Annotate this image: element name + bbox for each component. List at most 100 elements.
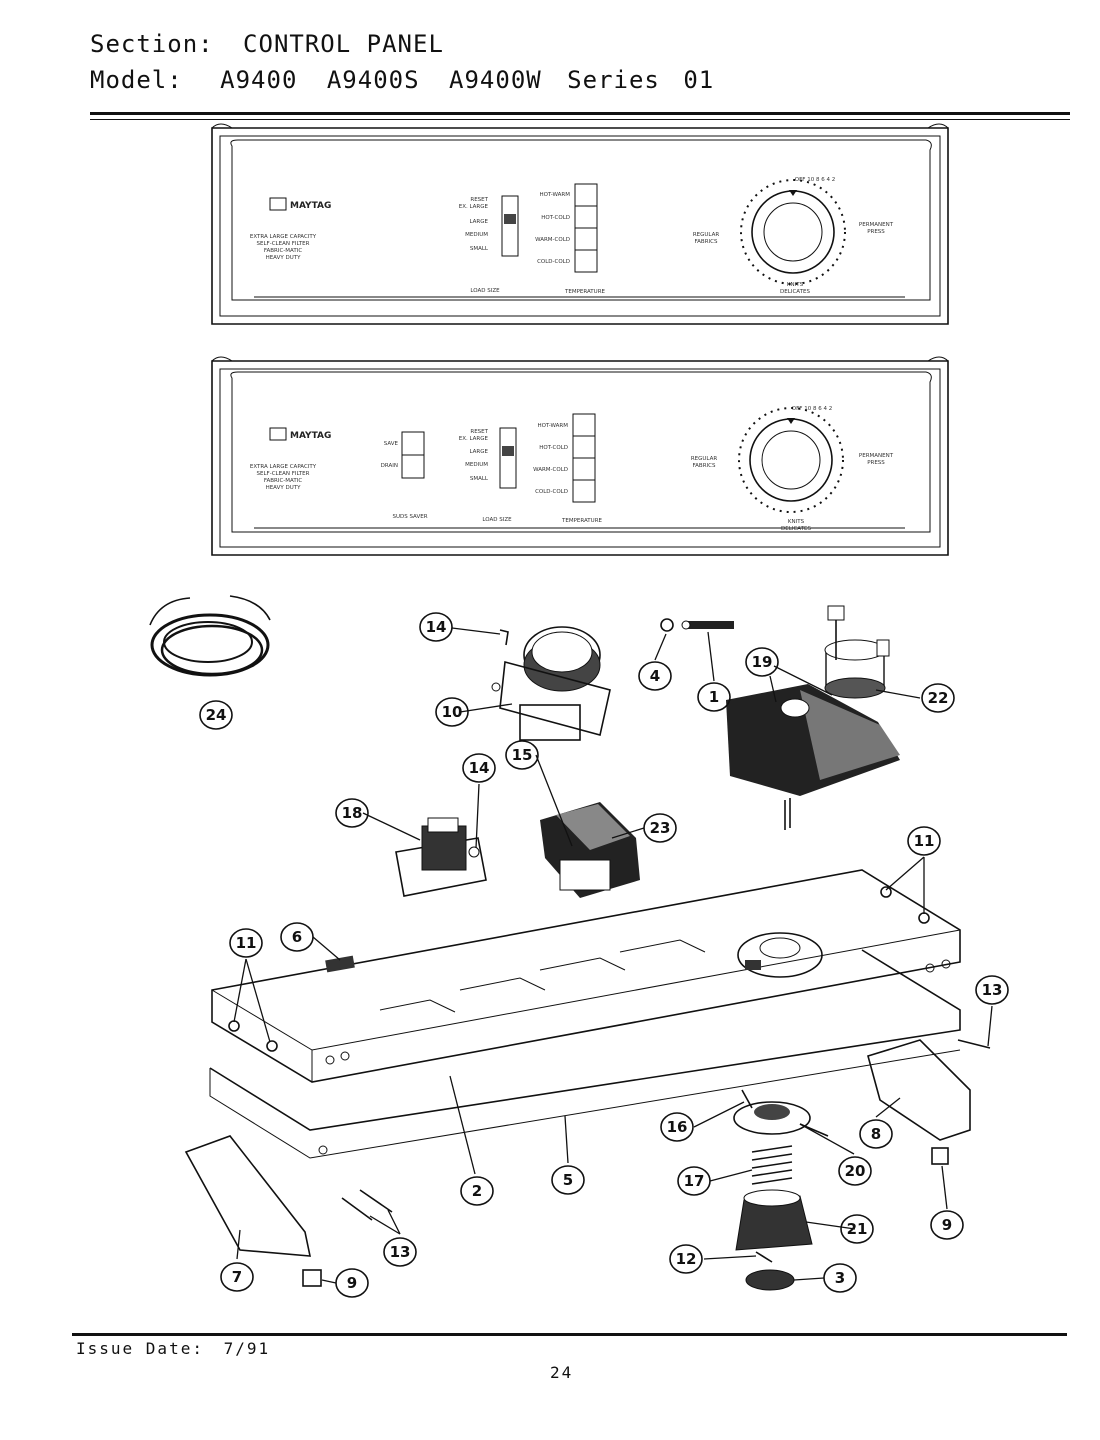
- load-size-label: EX. LARGE: [459, 204, 489, 210]
- dial-label-right: PRESS: [867, 229, 885, 235]
- washer-part-11: [228, 1020, 240, 1032]
- load-size-label: MEDIUM: [465, 462, 488, 468]
- load-size-label: LARGE: [469, 449, 488, 455]
- callout-3: 3: [823, 1263, 857, 1293]
- temperature-label: HOT-COLD: [539, 445, 568, 451]
- feature-line: SELF-CLEAN FILTER: [257, 241, 310, 247]
- load-size-label: SMALL: [470, 246, 489, 252]
- svg-text:2: 2: [472, 1182, 482, 1200]
- callout-23: 23: [643, 813, 677, 843]
- header-rule-thick: [90, 112, 1070, 115]
- suds-label-drain: DRAIN: [381, 463, 398, 469]
- feature-line: FABRIC-MATIC: [264, 478, 303, 484]
- temperature-label: HOT-WARM: [537, 423, 568, 429]
- feature-line: EXTRA LARGE CAPACITY: [250, 464, 317, 470]
- svg-text:1: 1: [709, 688, 719, 706]
- section-label-suds: SUDS SAVER: [392, 514, 427, 520]
- callout-9a: 9: [930, 1210, 964, 1240]
- svg-text:24: 24: [206, 706, 227, 724]
- end-bracket-part-7: [184, 1135, 312, 1257]
- temperature-label: HOT-COLD: [541, 215, 570, 221]
- load-size-slider: [501, 195, 519, 257]
- feature-line: HEAVY DUTY: [266, 255, 302, 261]
- suds-label-save: SAVE: [384, 441, 399, 447]
- pointer-part-16: [741, 1089, 753, 1109]
- washer-part-4: [660, 618, 674, 632]
- callout-13a: 13: [975, 975, 1009, 1005]
- model-label: Model:: [90, 66, 183, 94]
- dial-label-left: REGULAR: [693, 232, 720, 238]
- maytag-logo-mark: [269, 427, 287, 441]
- rear-rail-part-5: [209, 949, 961, 1159]
- callout-bubbles: 14 10 4 1 19 22 24 18 14 15 23 11 6 11 1…: [199, 612, 1009, 1298]
- callout-16: 16: [660, 1112, 694, 1142]
- dial-skirt-part-20: [733, 1101, 829, 1137]
- model-a9400s: A9400S: [326, 66, 420, 94]
- svg-text:16: 16: [667, 1118, 688, 1136]
- timer-motor-part-10: [491, 626, 611, 741]
- header-rule-thin: [90, 119, 1070, 120]
- svg-text:10: 10: [442, 703, 463, 721]
- callout-1: 1: [697, 682, 731, 712]
- load-size-label: EX. LARGE: [459, 436, 489, 442]
- washer-part-11: [266, 1040, 278, 1052]
- callout-6: 6: [280, 922, 314, 952]
- callout-11a: 11: [907, 826, 941, 856]
- svg-text:4: 4: [650, 667, 660, 685]
- svg-text:15: 15: [512, 746, 533, 764]
- dial-label-right: PRESS: [867, 460, 885, 466]
- svg-text:14: 14: [426, 618, 447, 636]
- maytag-logo-mark: [269, 197, 287, 211]
- series-value: 01: [683, 66, 715, 94]
- panel-top-brand: MAYTAG: [290, 201, 331, 211]
- section-label-load: LOAD SIZE: [470, 288, 500, 294]
- spring-part-17: [751, 1145, 793, 1185]
- callout-17: 17: [677, 1166, 711, 1196]
- section-label-load: LOAD SIZE: [482, 517, 512, 523]
- svg-text:13: 13: [390, 1243, 411, 1261]
- dial-label-bottom: KNITS: [788, 519, 805, 525]
- section-label: Section:: [90, 30, 214, 58]
- screw-part-13: [341, 1189, 393, 1221]
- control-bracket-part-2: [211, 869, 961, 1083]
- temperature-label: WARM-COLD: [533, 467, 568, 473]
- callout-2: 2: [460, 1176, 494, 1206]
- end-bracket-part-8: [867, 1039, 971, 1141]
- svg-text:8: 8: [871, 1125, 881, 1143]
- callout-21: 21: [840, 1214, 874, 1244]
- screw-part-13: [957, 1039, 991, 1049]
- pushbutton-switch-part-23: [540, 802, 640, 898]
- svg-text:23: 23: [650, 819, 671, 837]
- series-label: Series: [567, 66, 660, 94]
- load-size-label: SMALL: [470, 476, 489, 482]
- washer-part-11: [918, 912, 930, 924]
- dial-label-left: FABRICS: [693, 463, 716, 469]
- callout-19: 19: [745, 647, 779, 677]
- timer-dial-knob: [763, 202, 823, 262]
- dial-label-top: OFF 10 8 6 4 2: [792, 406, 832, 412]
- callout-20: 20: [838, 1156, 872, 1186]
- clip-part-12: [755, 1251, 773, 1263]
- svg-text:13: 13: [982, 981, 1003, 999]
- callout-13b: 13: [383, 1237, 417, 1267]
- svg-text:5: 5: [563, 1171, 573, 1189]
- spring-part-1: [681, 620, 734, 630]
- control-panel-bottom: MAYTAG EXTRA LARGE CAPACITY SELF-CLEAN F…: [211, 356, 949, 556]
- callout-8: 8: [859, 1119, 893, 1149]
- temperature-label: HOT-WARM: [539, 192, 570, 198]
- load-size-label: RESET: [470, 197, 488, 203]
- switch-part-18: [395, 817, 487, 897]
- cam-gear-part-22: [824, 605, 890, 699]
- svg-text:18: 18: [342, 804, 363, 822]
- knob-cap-part-3: [745, 1269, 795, 1291]
- page-number: 24: [550, 1363, 574, 1382]
- model-a9400: A9400: [220, 66, 298, 94]
- svg-text:14: 14: [469, 759, 490, 777]
- svg-text:19: 19: [752, 653, 773, 671]
- panel-bottom-brand: MAYTAG: [290, 431, 331, 441]
- callout-22: 22: [921, 683, 955, 713]
- control-panel-top: MAYTAG EXTRA LARGE CAPACITY SELF-CLEAN F…: [211, 123, 949, 325]
- svg-text:21: 21: [847, 1220, 868, 1238]
- callout-10: 10: [435, 697, 469, 727]
